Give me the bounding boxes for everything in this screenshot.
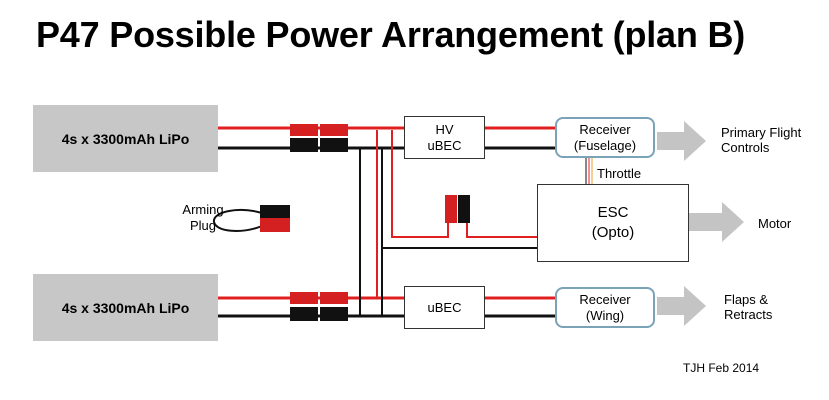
receiver-wing-box: Receiver (Wing)	[555, 287, 655, 328]
flaps-line1: Flaps &	[724, 292, 769, 307]
motor-label: Motor	[758, 216, 792, 231]
arming-plug-loop	[213, 209, 263, 232]
ubec-label: uBEC	[427, 299, 462, 315]
arming-plug-label: Arming Plug	[176, 202, 230, 234]
battery-bottom: 4s x 3300mAh LiPo	[33, 274, 218, 341]
arming-plug-line1: Arming	[182, 202, 224, 217]
receiver-fuselage-box: Receiver (Fuselage)	[555, 117, 655, 158]
arming-plug-line2: Plug	[189, 218, 217, 233]
wire-pos-to-arming	[391, 130, 449, 238]
esc-line1: ESC	[597, 204, 629, 221]
receiver-fuselage-line1: Receiver	[579, 121, 631, 137]
connector-batt2-red-b	[320, 292, 348, 304]
esc-line2: (Opto)	[591, 224, 635, 241]
arming-plug-black	[260, 205, 290, 218]
primary-flight-controls-label: Primary Flight Controls	[721, 125, 801, 155]
receiver-wing-line1: Receiver	[579, 291, 631, 307]
hv-ubec-box: HV uBEC	[404, 116, 485, 159]
connector-batt2-red-a	[290, 292, 318, 304]
connector-batt1-red-b	[320, 124, 348, 136]
receiver-wing-line2: (Wing)	[585, 307, 625, 323]
battery-top: 4s x 3300mAh LiPo	[33, 105, 218, 172]
inline-connector-red	[445, 195, 457, 223]
arrow-flaps	[657, 286, 706, 326]
flaps-line2: Retracts	[724, 307, 773, 322]
inline-connector-black	[458, 195, 470, 223]
flaps-retracts-label: Flaps & Retracts	[724, 292, 772, 322]
throttle-label: Throttle	[597, 166, 642, 181]
arrow-primary	[657, 121, 706, 161]
esc-box: ESC (Opto)	[537, 184, 689, 262]
connector-batt1-black-a	[290, 138, 318, 152]
connector-batt1-red-a	[290, 124, 318, 136]
connector-batt2-black-b	[320, 307, 348, 321]
wire-arming-to-esc	[466, 222, 537, 238]
hv-ubec-line2: uBEC	[427, 137, 462, 153]
arrow-motor	[689, 202, 744, 242]
receiver-fuselage-line2: (Fuselage)	[573, 137, 637, 153]
battery-top-label: 4s x 3300mAh LiPo	[61, 130, 190, 147]
connector-batt2-black-a	[290, 307, 318, 321]
arming-plug-red	[260, 218, 290, 232]
battery-bottom-label: 4s x 3300mAh LiPo	[61, 299, 190, 316]
hv-ubec-line1: HV	[435, 121, 454, 137]
footer-credit: TJH Feb 2014	[683, 361, 760, 375]
primary-line2: Controls	[721, 140, 770, 155]
primary-line1: Primary Flight	[721, 125, 802, 140]
connector-batt1-black-b	[320, 138, 348, 152]
diagram-title: P47 Possible Power Arrangement (plan B)	[36, 14, 746, 55]
ubec-box: uBEC	[404, 286, 485, 329]
